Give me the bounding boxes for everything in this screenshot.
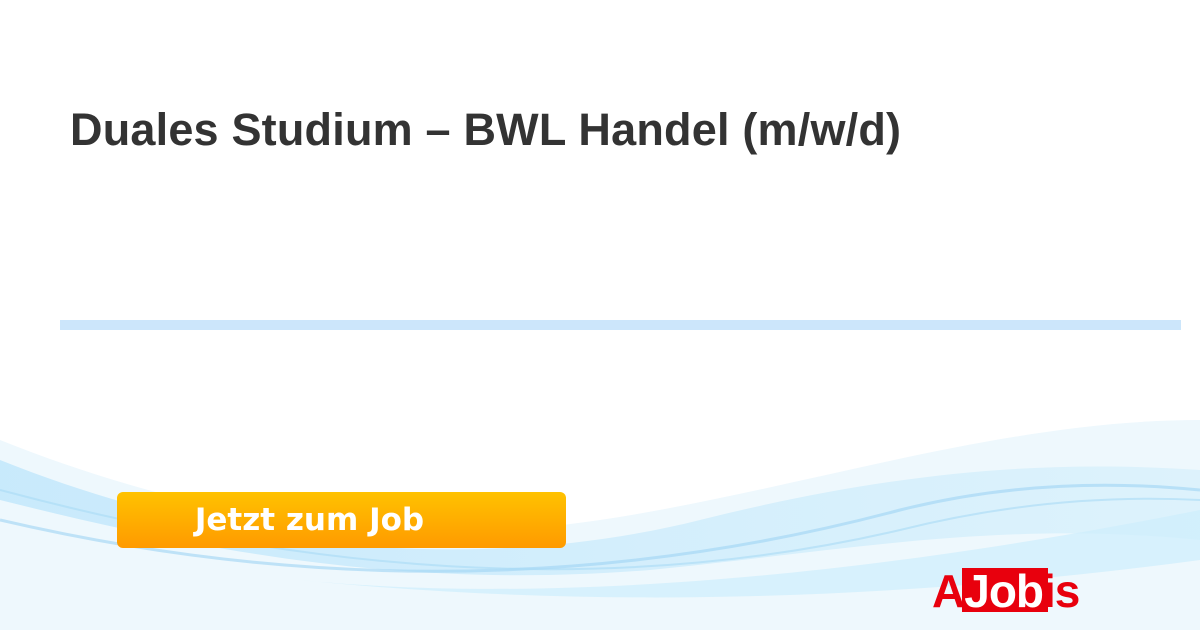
job-title: Duales Studium – BWL Handel (m/w/d): [70, 104, 902, 155]
logo-is: is: [1043, 565, 1080, 617]
divider: [60, 320, 1181, 330]
ajobis-logo[interactable]: A Job is: [932, 565, 1080, 617]
logo-a: A: [932, 565, 965, 617]
apply-button[interactable]: Jetzt zum Job: [117, 492, 566, 548]
logo-box: Job: [962, 565, 1049, 617]
